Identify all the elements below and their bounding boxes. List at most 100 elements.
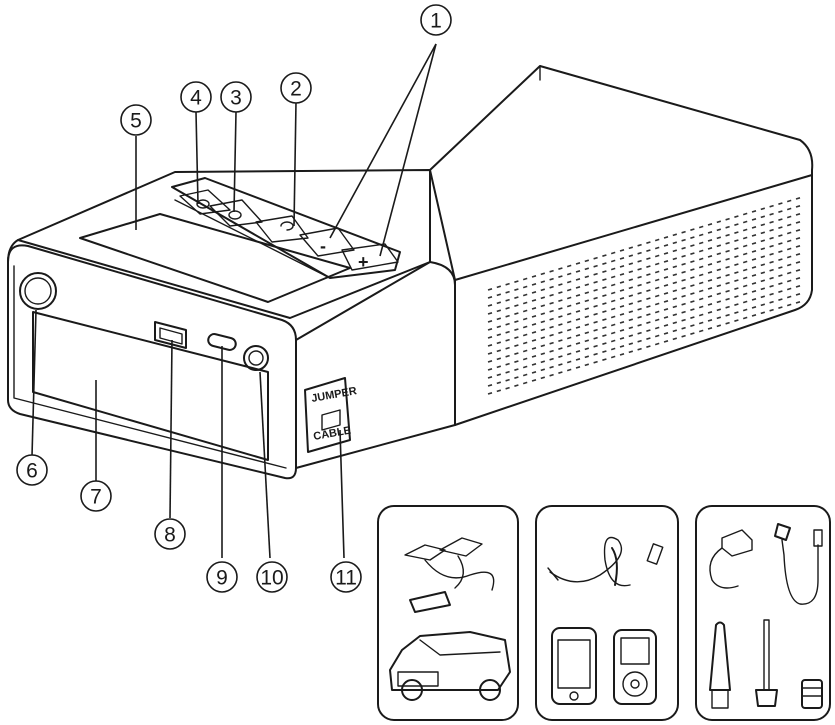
vent-slot xyxy=(550,303,554,304)
vent-slot xyxy=(778,291,782,292)
vent-slot xyxy=(629,247,633,248)
vent-slot xyxy=(770,286,774,287)
vent-slot xyxy=(514,305,518,306)
callout-markers: 1234567891011 xyxy=(17,5,451,592)
vent-slot xyxy=(708,272,712,273)
callout-3: 3 xyxy=(221,82,251,112)
vent-slot xyxy=(541,321,545,322)
vent-slot xyxy=(726,259,730,260)
vent-slot xyxy=(734,272,738,273)
vent-slot xyxy=(787,304,791,305)
vent-slot xyxy=(796,206,800,207)
vent-slot xyxy=(488,321,492,322)
vent-slot xyxy=(708,320,712,321)
vent-slot xyxy=(752,211,756,212)
vent-slot xyxy=(682,304,686,305)
vent-slot xyxy=(576,263,580,264)
vent-slot xyxy=(673,274,677,275)
vent-slot xyxy=(778,267,782,268)
vent-slot xyxy=(638,245,642,246)
vent-slot xyxy=(558,356,562,357)
vent-slot xyxy=(664,317,668,318)
vent-slot xyxy=(576,367,580,368)
vent-slot xyxy=(611,356,615,357)
vent-slot xyxy=(506,308,510,309)
vent-slot xyxy=(550,351,554,352)
vent-slot xyxy=(558,300,562,301)
vent-slot xyxy=(629,327,633,328)
callout-number: 9 xyxy=(216,567,228,590)
vent-slot xyxy=(664,269,668,270)
vent-slot xyxy=(602,287,606,288)
vent-slot xyxy=(778,227,782,228)
vent-slot xyxy=(655,279,659,280)
vent-slot xyxy=(690,245,694,246)
vent-slot xyxy=(664,325,668,326)
vent-slot xyxy=(761,208,765,209)
vent-slot xyxy=(778,307,782,308)
vent-slot xyxy=(726,251,730,252)
vent-slot xyxy=(620,266,624,267)
vent-slot xyxy=(602,311,606,312)
vent-slot xyxy=(796,294,800,295)
vent-slot xyxy=(717,317,721,318)
vent-slot xyxy=(761,256,765,257)
vent-slot xyxy=(629,287,633,288)
vent-slot xyxy=(787,288,791,289)
vent-slot xyxy=(646,322,650,323)
vent-slot xyxy=(567,313,571,314)
vent-slot xyxy=(514,329,518,330)
vent-slot xyxy=(611,316,615,317)
vent-slot xyxy=(541,289,545,290)
vent-slot xyxy=(576,279,580,280)
vent-slot xyxy=(629,319,633,320)
vent-slot xyxy=(576,319,580,320)
vent-slot xyxy=(523,334,527,335)
vent-slot xyxy=(497,302,501,303)
vent-slot xyxy=(708,256,712,257)
vent-slot xyxy=(532,316,536,317)
vent-slot xyxy=(717,301,721,302)
vent-slot xyxy=(734,256,738,257)
inflation-hose-illustration xyxy=(775,524,822,604)
vent-slot xyxy=(602,279,606,280)
vent-slot xyxy=(594,258,598,259)
vent-slot xyxy=(558,292,562,293)
vent-slot xyxy=(646,346,650,347)
vent-slot xyxy=(690,293,694,294)
vent-slot xyxy=(506,292,510,293)
vent-slot xyxy=(550,375,554,376)
vent-slot xyxy=(523,318,527,319)
vent-slot xyxy=(532,380,536,381)
vent-slot xyxy=(550,279,554,280)
vent-slot xyxy=(638,293,642,294)
vent-slot xyxy=(761,272,765,273)
needle-nozzle-illustration xyxy=(756,620,777,706)
media-player-illustration xyxy=(614,630,656,704)
vent-slot xyxy=(726,323,730,324)
callout-number: 3 xyxy=(230,87,242,110)
vent-slot xyxy=(726,275,730,276)
vent-slot xyxy=(585,284,589,285)
vent-slot xyxy=(532,348,536,349)
vent-slot xyxy=(602,343,606,344)
vent-slot xyxy=(558,364,562,365)
vent-slot xyxy=(514,345,518,346)
vent-slot xyxy=(523,342,527,343)
vent-slot xyxy=(664,277,668,278)
vent-slot xyxy=(646,298,650,299)
vent-slot xyxy=(576,311,580,312)
vent-slot xyxy=(523,350,527,351)
vent-slot xyxy=(550,311,554,312)
vent-slot xyxy=(514,337,518,338)
vent-slot xyxy=(673,306,677,307)
vent-slot xyxy=(664,341,668,342)
vent-slot xyxy=(629,295,633,296)
vent-slot xyxy=(646,282,650,283)
speaker-vent-grid xyxy=(488,198,800,394)
vent-slot xyxy=(629,311,633,312)
vent-slot xyxy=(550,295,554,296)
vent-slot xyxy=(664,237,668,238)
vent-slot xyxy=(717,229,721,230)
vent-slot xyxy=(734,296,738,297)
